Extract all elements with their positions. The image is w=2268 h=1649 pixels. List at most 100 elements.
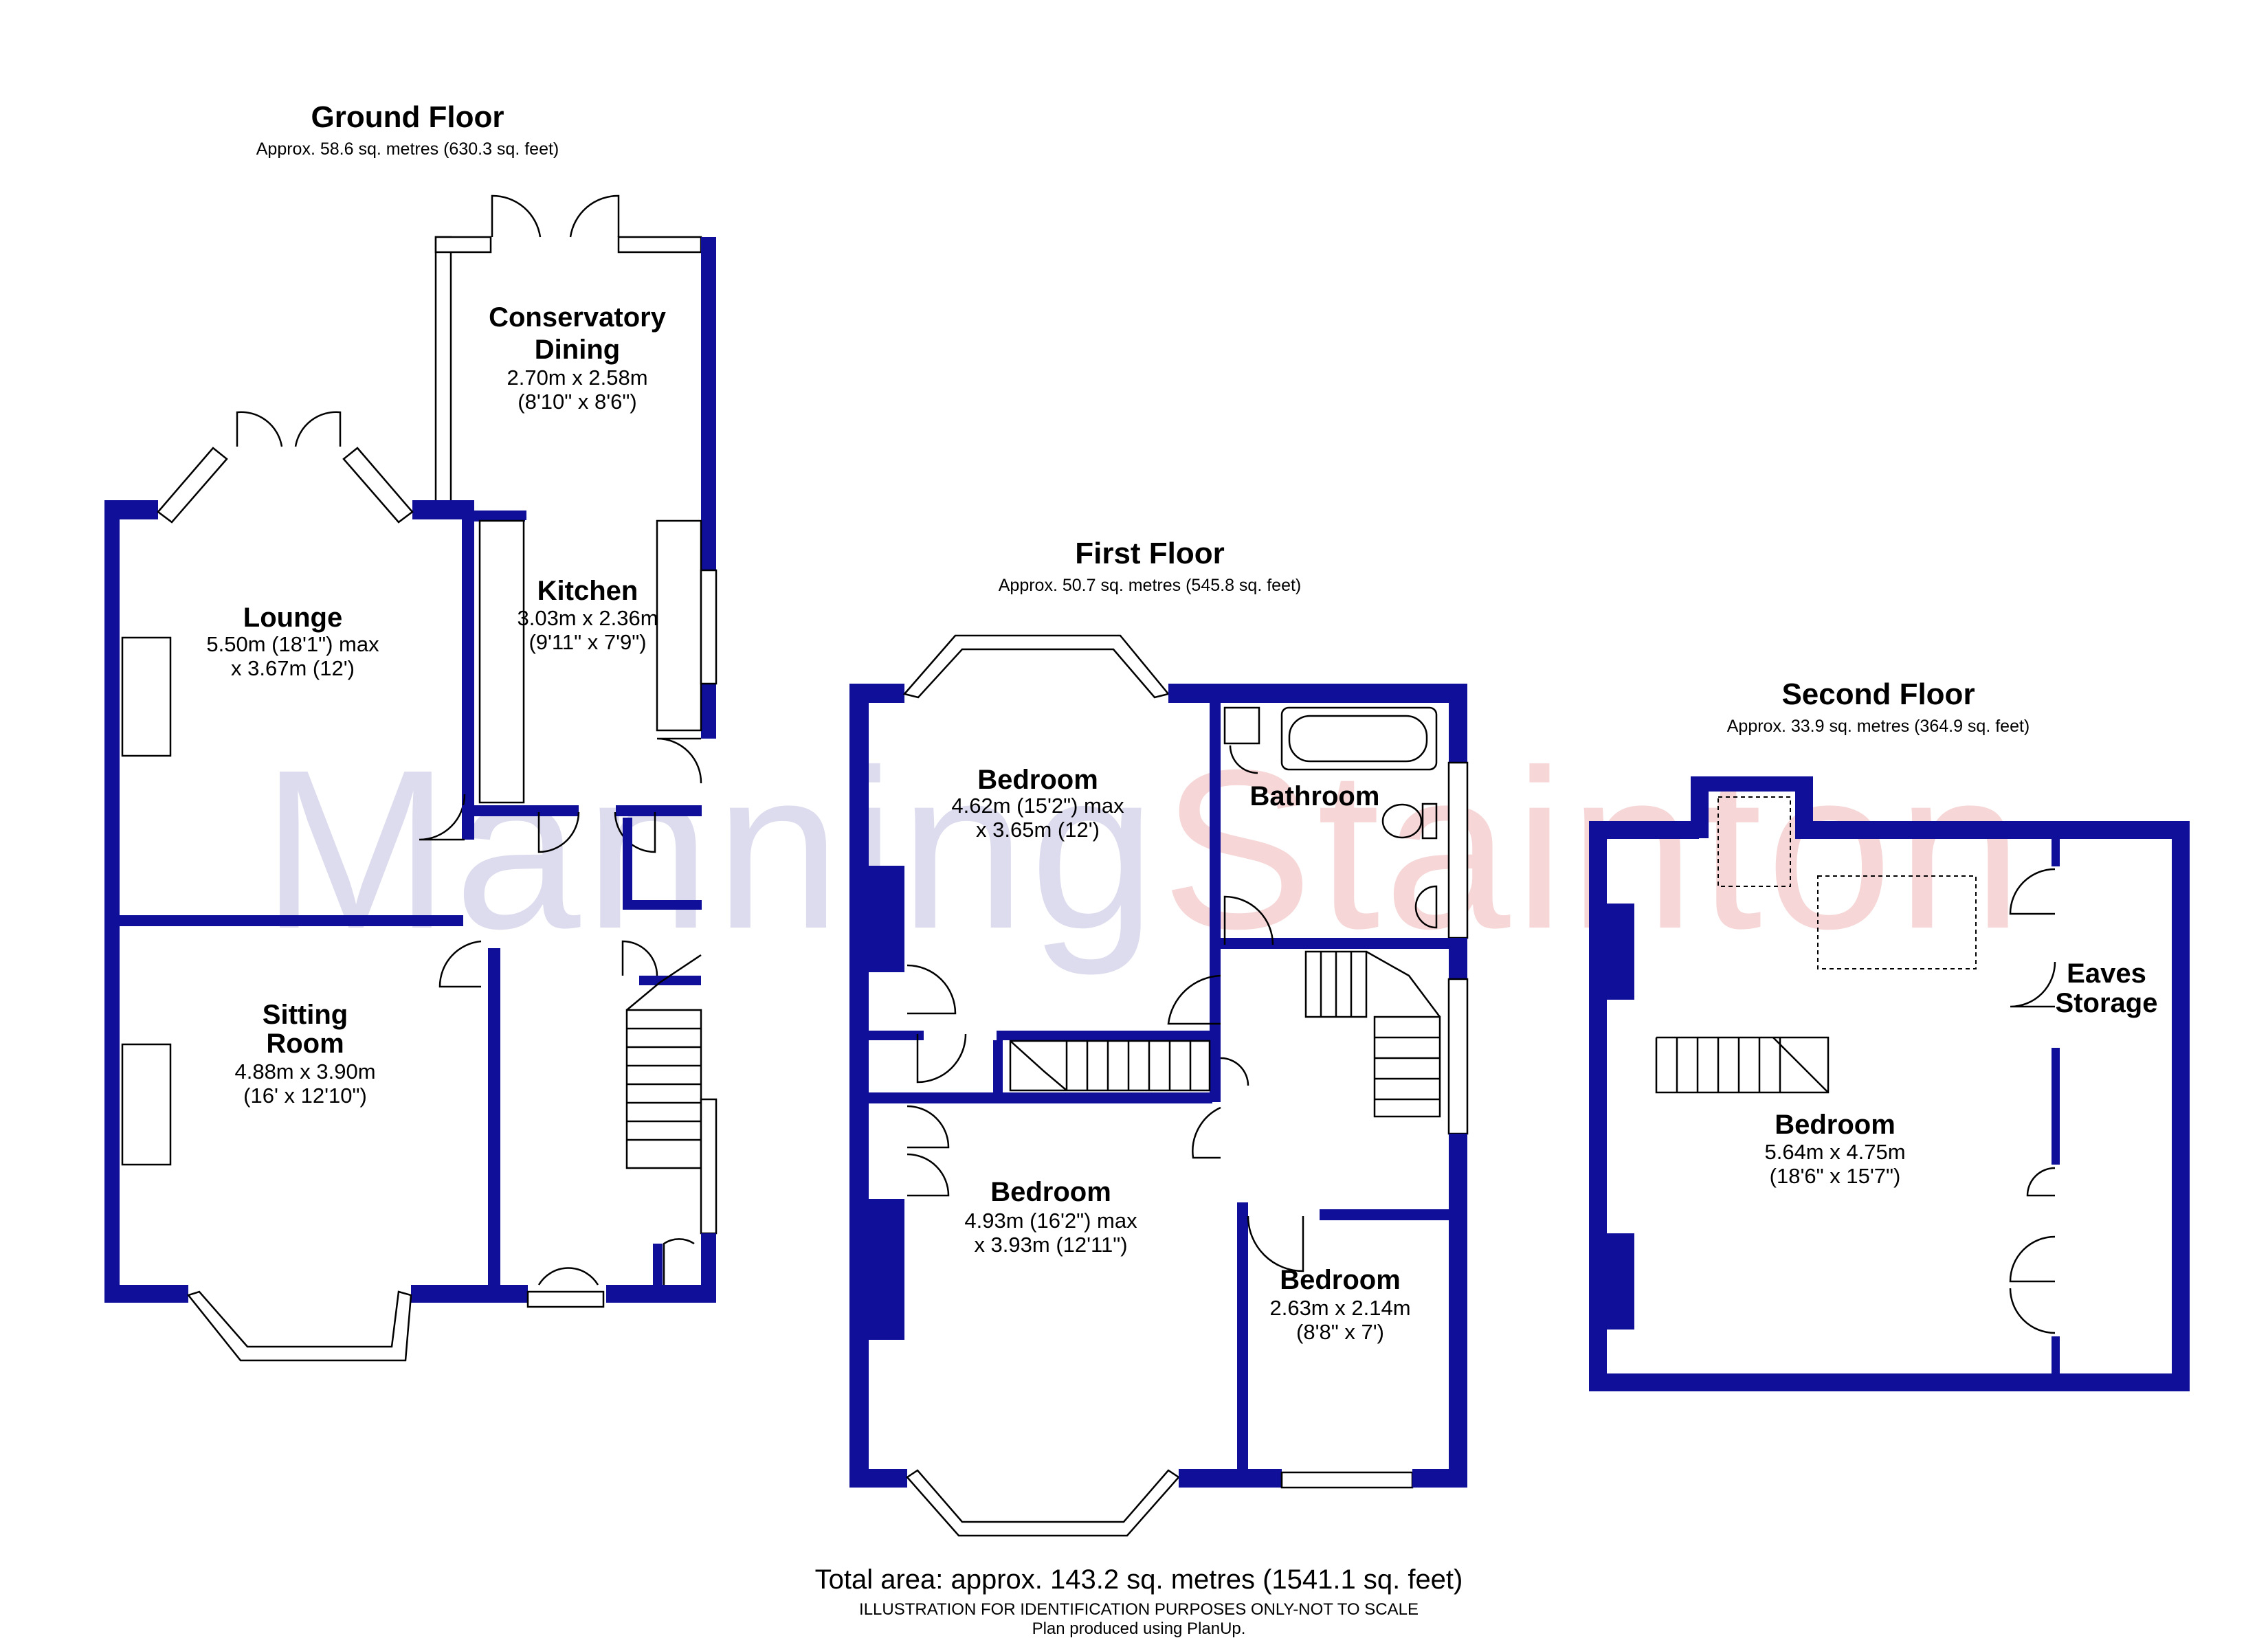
lounge-north-wall-left [104,500,158,519]
wc-wall [653,1244,663,1285]
ground-south-wall-east [606,1285,716,1303]
conservatory-side-window [434,236,452,512]
first-north-wall-left [849,684,904,703]
bath-tub [1280,706,1438,771]
ground-stairs [625,954,702,1169]
first-bedroom1-dim-imperial: x 3.65m (12') [976,818,1100,842]
bedroom2-north-wall [869,1092,1212,1103]
eaves-partition-mid [2052,1048,2060,1165]
first-stair-wall-right [1210,1040,1221,1102]
kitchen-side-door [656,737,702,784]
first-stair-wall-left [993,1040,1003,1102]
bedroom3-window [1280,1471,1414,1489]
first-east-wall-mid [1449,938,1467,979]
conservatory-top-window-right [617,236,702,254]
second-north-wall-right [1795,821,2187,839]
second-bedroom-name: Bedroom [1775,1110,1895,1140]
eaves-name-line2: Storage [2056,988,2158,1018]
landing-door-2 [1220,1057,1249,1086]
bath-basin-inner [1288,715,1428,763]
sitting-room-bay-window [186,1290,412,1362]
watermark: Manning Stainton [261,722,2023,977]
wc-door [663,1238,695,1285]
first-bedroom3-name: Bedroom [1280,1265,1401,1295]
first-south-wall-left [869,1469,907,1488]
first-bedroom3-dim-metric: 2.63m x 2.14m [1269,1296,1410,1320]
bedroom1-door [916,1033,967,1084]
plan-credit: Plan produced using PlanUp. [1032,1619,1246,1638]
conservatory-dim-metric: 2.70m x 2.58m [507,366,647,390]
eaves-doors-lower [2009,1167,2056,1334]
bedroom2-chimney [869,1199,904,1340]
roof-window [1817,875,1977,969]
sitting-hall-partition [488,948,500,1292]
bedroom3-north-wall [1320,1209,1450,1220]
kitchen-door [537,811,580,853]
wardrobe-door [907,964,957,1015]
dormer-north-wall [1691,776,1808,792]
bedroom1-chimney [869,866,904,972]
bedroom1-wardrobe-wall [869,1031,924,1040]
second-stairs [1655,1036,1830,1094]
front-door-threshold [526,1290,605,1308]
watermark-part-manning: Manning [261,722,1160,977]
lounge-name: Lounge [243,603,342,633]
first-bedroom2-dim-imperial: x 3.93m (12'11") [974,1233,1127,1257]
understairs-wall-bottom [623,900,702,910]
first-stairs [1009,1040,1211,1092]
eaves-partition-bottom [2052,1336,2060,1375]
sitting-south-wall-right [411,1285,528,1303]
bedroom2-east-wall [1237,1202,1248,1488]
ground-floor-plan [104,194,718,1362]
second-floor-plan [1589,776,2190,1391]
bathroom-west-wall [1210,703,1221,964]
first-floor-plan [849,634,1469,1537]
kitchen-north-wall [474,511,525,521]
first-floor-title: First Floor [1075,537,1225,570]
first-front-bay-window [902,634,1170,699]
bedroom2-bay-window [906,1469,1180,1537]
second-floor-title: Second Floor [1781,677,1975,711]
cupboard-wall [639,976,701,985]
front-door [537,1267,599,1286]
second-bedroom-dim-metric: 5.64m x 4.75m [1764,1140,1905,1164]
kitchen-hall-partition-left [462,805,579,816]
bedroom3-door [1247,1215,1304,1272]
eaves-partition-top [2052,839,2060,866]
bathroom-window [1447,761,1469,939]
sitting-room-dim-imperial: (16' x 12'10") [243,1084,367,1108]
dormer-skylight [1717,796,1791,887]
lounge-dim-imperial: x 3.67m (12') [231,656,355,680]
first-east-wall-top [1449,684,1467,763]
ground-west-wall [104,500,120,1303]
ground-floor-area: Approx. 58.6 sq. metres (630.3 sq. feet) [256,139,559,159]
bedroom2-wardrobe-doors [907,1105,950,1197]
first-east-wall-bottom [1449,1134,1467,1488]
lounge-bay-window-left [157,447,228,524]
understairs-wall [623,818,632,907]
lounge-sitting-partition [120,915,463,926]
first-south-wall-right [1412,1469,1467,1488]
dining-name: Dining [535,335,620,365]
lounge-north-wall-right [412,500,474,519]
landing-door-1 [1167,974,1221,1025]
second-chimney-upper [1607,904,1634,1000]
cupboard-door [621,940,658,976]
second-bedroom-dim-imperial: (18'6" x 15'7") [1770,1164,1901,1188]
second-north-wall-left [1589,821,1699,839]
conservatory-name: Conservatory [489,302,667,333]
first-bedroom1-name: Bedroom [977,765,1098,795]
sitting-room-name-line2: Room [266,1029,344,1059]
kitchen-worktop-right [656,519,702,732]
lounge-kitchen-partition [462,517,474,840]
lounge-dim-metric: 5.50m (18'1") max [206,632,379,656]
kitchen-worktop-left [478,519,525,804]
second-east-wall [2172,821,2190,1391]
bedroom2-door [1192,1106,1221,1159]
kitchen-dim-metric: 3.03m x 2.36m [517,606,658,630]
second-chimney-lower [1607,1233,1634,1330]
kitchen-window [700,569,718,685]
eaves-name-line1: Eaves [2067,958,2146,989]
bathroom-door [1223,895,1274,945]
